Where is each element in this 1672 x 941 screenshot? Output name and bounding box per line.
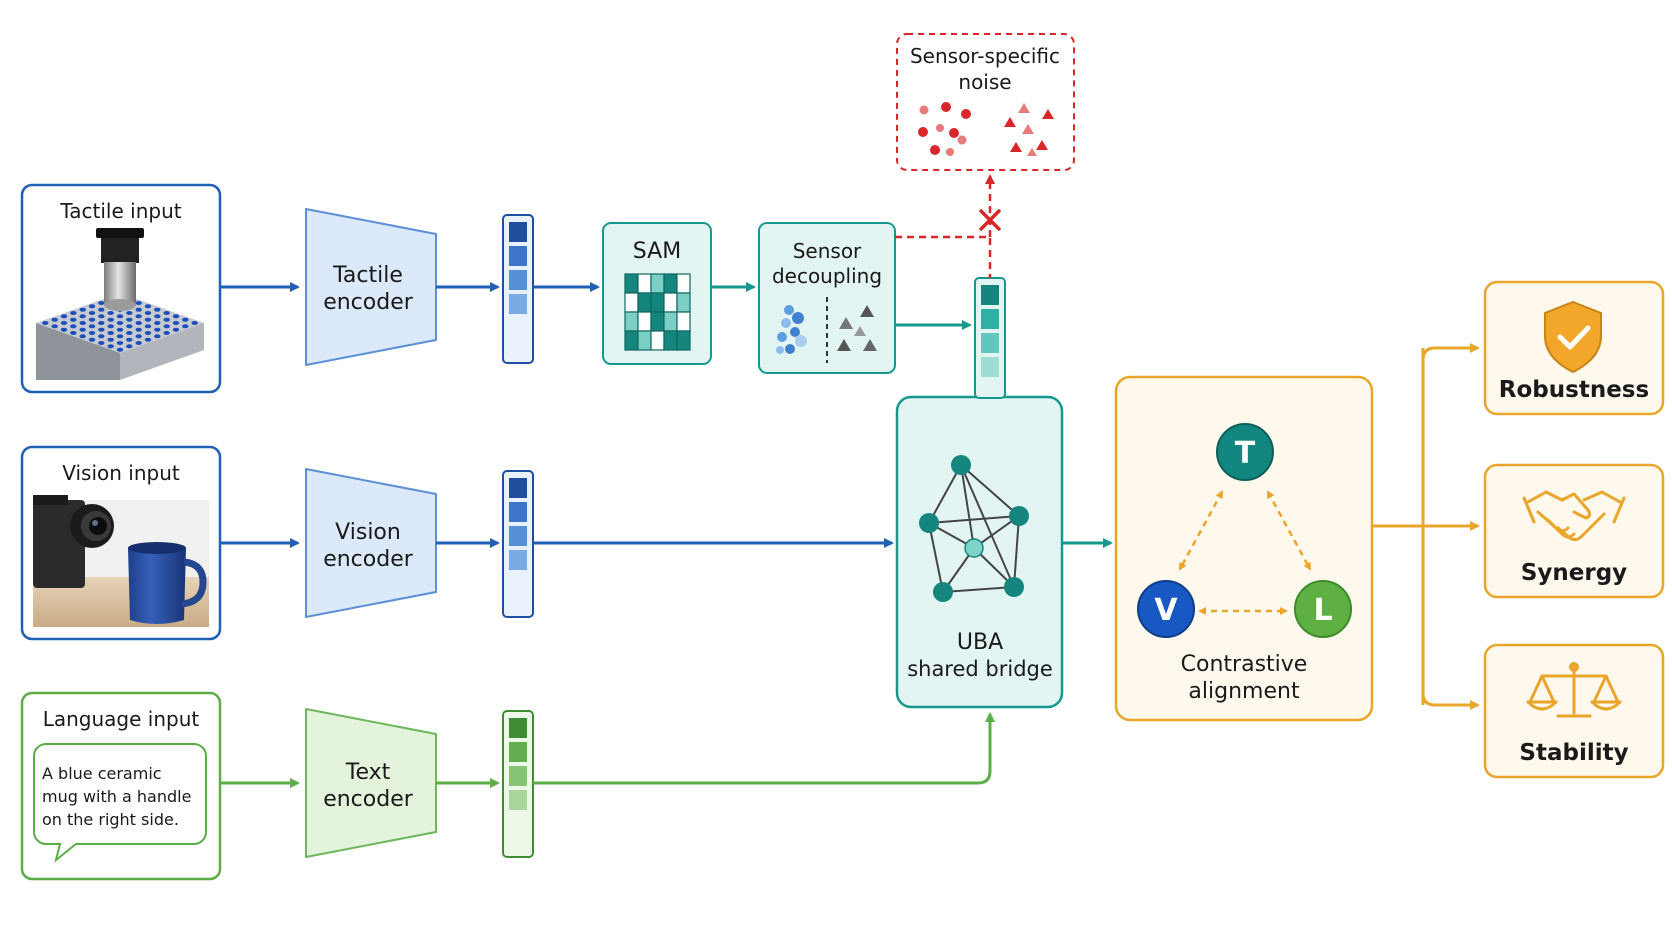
svg-text:T: T	[1235, 436, 1256, 471]
tactile-input-box: Tactile input	[20, 183, 222, 394]
speech-bubble	[33, 743, 207, 863]
noise-dots	[918, 102, 971, 156]
uba-shared-bridge: UBA shared bridge	[895, 395, 1064, 709]
synergy-box: Synergy	[1483, 463, 1665, 599]
tactile-encoder: Tactile encoder	[305, 208, 437, 366]
alignment-label-2: alignment	[1188, 679, 1300, 704]
sam-module: SAM	[602, 222, 712, 365]
scales-icon	[1526, 662, 1622, 718]
decoupled-circles	[776, 305, 807, 354]
shield-check-icon	[1544, 300, 1602, 374]
language-input-box: Language input	[20, 691, 222, 881]
bridge-label-2: shared bridge	[907, 657, 1053, 681]
blocked-cross-icon	[979, 209, 1001, 231]
vision-input-title: Vision input	[62, 461, 180, 485]
text-encoder-label-1: Text	[345, 760, 391, 785]
decoupling-label-1: Sensor	[793, 239, 862, 263]
fused-feature-vector	[974, 277, 1006, 399]
vision-encoder-label-1: Vision	[335, 520, 401, 545]
tactile-encoder-label-2: encoder	[323, 290, 414, 315]
decoupled-triangles	[837, 305, 877, 351]
sam-mask-grid	[624, 273, 691, 351]
tactile-sensor-image	[36, 228, 204, 380]
vision-encoder-label-2: encoder	[323, 547, 414, 572]
node-l: L	[1294, 580, 1352, 638]
vision-encoder: Vision encoder	[305, 468, 437, 618]
node-t: T	[1216, 423, 1274, 481]
text-encoder-label-2: encoder	[323, 787, 414, 812]
text-encoder: Text encoder	[305, 708, 437, 858]
tactile-input-title: Tactile input	[59, 199, 181, 223]
vision-input-box: Vision input	[20, 445, 222, 641]
svg-text:V: V	[1154, 593, 1178, 628]
text-feature-vector	[502, 710, 534, 858]
connector-arrows	[220, 174, 1480, 788]
alignment-label-1: Contrastive	[1181, 652, 1308, 677]
handshake-icon	[1522, 490, 1626, 542]
sensor-decoupling-module: Sensor decoupling	[758, 222, 896, 374]
noise-label-2: noise	[958, 70, 1011, 94]
node-v: V	[1137, 580, 1195, 638]
svg-text:L: L	[1313, 593, 1332, 628]
vision-scene-image	[33, 495, 209, 627]
language-input-text: A blue ceramic mug with a handle on the …	[42, 764, 192, 829]
robustness-label: Robustness	[1499, 377, 1649, 403]
noise-triangles	[1004, 103, 1054, 156]
synergy-label: Synergy	[1521, 560, 1627, 586]
sam-label: SAM	[633, 239, 681, 264]
tactile-feature-vector	[502, 214, 534, 364]
language-input-title: Language input	[43, 707, 200, 731]
noise-label-1: Sensor-specific	[910, 44, 1060, 68]
tactile-encoder-label-1: Tactile	[332, 263, 403, 288]
stability-label: Stability	[1519, 740, 1628, 766]
bridge-label-1: UBA	[957, 630, 1003, 655]
robustness-box: Robustness	[1483, 280, 1665, 416]
contrastive-alignment-box: T V L Contrastive alignment	[1114, 375, 1374, 722]
vision-feature-vector	[502, 470, 534, 618]
stability-box: Stability	[1483, 643, 1665, 779]
sensor-noise-box: Sensor-specific noise	[896, 33, 1075, 171]
graph-network-icon	[919, 455, 1029, 602]
decoupling-label-2: decoupling	[772, 264, 882, 288]
